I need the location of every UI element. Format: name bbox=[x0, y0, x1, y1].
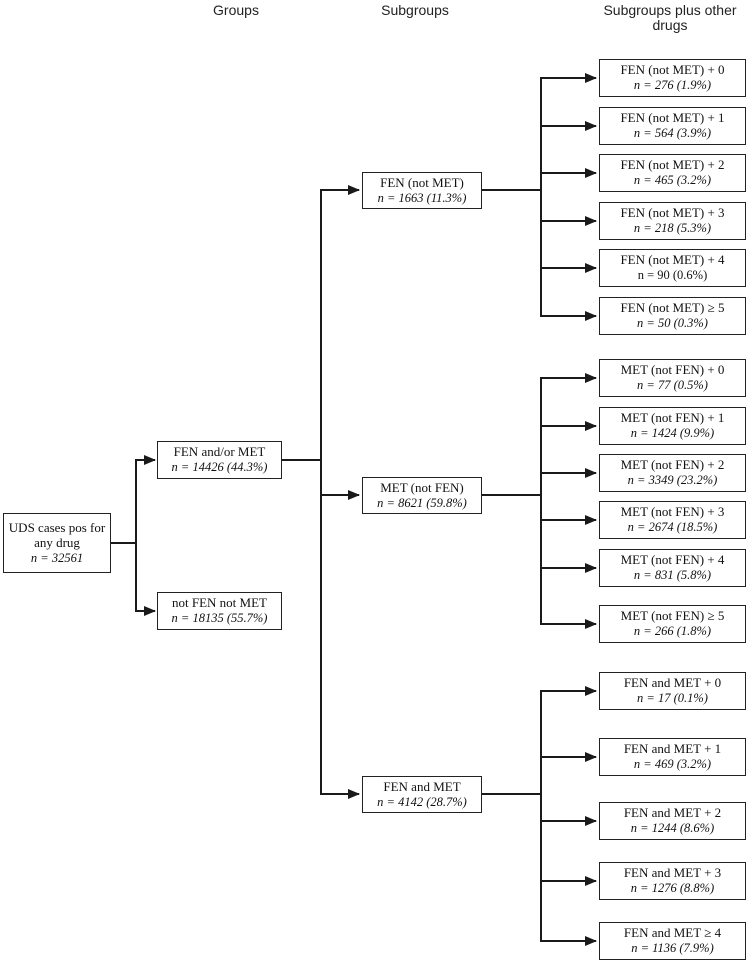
node-leaf-fen-plus-0: FEN (not MET) + 0 n = 276 (1.9%) bbox=[599, 59, 746, 97]
node-label: FEN and/or MET bbox=[173, 444, 266, 460]
node-label: FEN (not MET) + 1 bbox=[620, 110, 725, 126]
node-label: FEN (not MET) + 4 bbox=[620, 252, 725, 268]
node-stat: n = 1136 (7.9%) bbox=[631, 941, 714, 956]
node-stat: n = 218 (5.3%) bbox=[633, 221, 712, 236]
node-label: FEN and MET bbox=[383, 778, 461, 794]
node-label: FEN and MET + 3 bbox=[623, 865, 722, 881]
node-leaf-both-plus-3: FEN and MET + 3 n = 1276 (8.8%) bbox=[599, 862, 746, 900]
node-stat: n = 90 (0.6%) bbox=[637, 268, 708, 283]
node-label: MET (not FEN) + 2 bbox=[620, 457, 725, 473]
node-leaf-met-plus-2: MET (not FEN) + 2 n = 3349 (23.2%) bbox=[599, 454, 746, 492]
node-stat: n = 1244 (8.6%) bbox=[630, 821, 715, 836]
node-label: MET (not FEN) + 4 bbox=[620, 552, 725, 568]
node-label: FEN and MET + 2 bbox=[623, 805, 722, 821]
node-leaf-met-ge-5: MET (not FEN) ≥ 5 n = 266 (1.8%) bbox=[599, 605, 746, 643]
node-leaf-fen-ge-5: FEN (not MET) ≥ 5 n = 50 (0.3%) bbox=[599, 297, 746, 335]
node-label: FEN (not MET) + 0 bbox=[620, 62, 725, 78]
node-label: not FEN not MET bbox=[172, 595, 267, 611]
node-stat: n = 469 (3.2%) bbox=[633, 757, 712, 772]
node-label: MET (not FEN) + 0 bbox=[620, 362, 725, 378]
node-group-fen-or-met: FEN and/or MET n = 14426 (44.3%) bbox=[157, 441, 282, 479]
node-leaf-met-plus-4: MET (not FEN) + 4 n = 831 (5.8%) bbox=[599, 549, 746, 587]
node-leaf-both-ge-4: FEN and MET ≥ 4 n = 1136 (7.9%) bbox=[599, 922, 746, 960]
column-header-subgroups-plus-other-drugs: Subgroups plus other drugs bbox=[603, 2, 737, 34]
node-stat: n = 17 (0.1%) bbox=[637, 691, 708, 706]
node-stat: n = 4142 (28.7%) bbox=[377, 794, 467, 809]
node-label: MET (not FEN) bbox=[380, 479, 464, 495]
node-stat: n = 77 (0.5%) bbox=[637, 378, 708, 393]
node-label: MET (not FEN) + 3 bbox=[620, 504, 725, 520]
node-leaf-met-plus-1: MET (not FEN) + 1 n = 1424 (9.9%) bbox=[599, 407, 746, 445]
node-stat: n = 3349 (23.2%) bbox=[627, 473, 718, 488]
column-header-groups: Groups bbox=[213, 2, 259, 18]
node-stat: n = 1663 (11.3%) bbox=[377, 190, 467, 205]
node-stat: n = 2674 (18.5%) bbox=[627, 520, 718, 535]
node-leaf-met-plus-3: MET (not FEN) + 3 n = 2674 (18.5%) bbox=[599, 501, 746, 539]
node-leaf-met-plus-0: MET (not FEN) + 0 n = 77 (0.5%) bbox=[599, 359, 746, 397]
node-stat: n = 564 (3.9%) bbox=[633, 126, 712, 141]
node-label: MET (not FEN) + 1 bbox=[620, 410, 725, 426]
node-label: FEN (not MET) ≥ 5 bbox=[620, 300, 725, 316]
node-subgroup-fen-and-met: FEN and MET n = 4142 (28.7%) bbox=[362, 776, 482, 813]
node-stat: n = 276 (1.9%) bbox=[633, 78, 712, 93]
node-stat: n = 18135 (55.7%) bbox=[171, 611, 268, 626]
node-root-uds-cases: UDS cases pos for any drug n = 32561 bbox=[3, 513, 111, 573]
node-stat: n = 831 (5.8%) bbox=[633, 568, 712, 583]
node-stat: n = 14426 (44.3%) bbox=[171, 460, 268, 475]
node-stat: n = 32561 bbox=[30, 551, 84, 566]
node-label: FEN and MET + 1 bbox=[623, 741, 722, 757]
node-label: FEN and MET ≥ 4 bbox=[623, 925, 722, 941]
node-leaf-fen-plus-3: FEN (not MET) + 3 n = 218 (5.3%) bbox=[599, 202, 746, 240]
node-stat: n = 266 (1.8%) bbox=[633, 624, 712, 639]
node-stat: n = 465 (3.2%) bbox=[633, 173, 712, 188]
node-stat: n = 50 (0.3%) bbox=[637, 316, 708, 331]
node-leaf-both-plus-1: FEN and MET + 1 n = 469 (3.2%) bbox=[599, 738, 746, 776]
node-label: FEN and MET + 0 bbox=[623, 675, 722, 691]
node-leaf-fen-plus-4: FEN (not MET) + 4 n = 90 (0.6%) bbox=[599, 249, 746, 287]
node-stat: n = 8621 (59.8%) bbox=[377, 495, 467, 510]
node-group-not-fen-not-met: not FEN not MET n = 18135 (55.7%) bbox=[157, 592, 282, 630]
node-label: MET (not FEN) ≥ 5 bbox=[620, 608, 725, 624]
node-label: FEN (not MET) + 3 bbox=[620, 205, 725, 221]
node-label: FEN (not MET) + 2 bbox=[620, 157, 725, 173]
column-header-subgroups: Subgroups bbox=[381, 2, 449, 18]
node-stat: n = 1424 (9.9%) bbox=[630, 426, 715, 441]
node-leaf-fen-plus-1: FEN (not MET) + 1 n = 564 (3.9%) bbox=[599, 107, 746, 145]
node-stat: n = 1276 (8.8%) bbox=[630, 881, 715, 896]
node-leaf-both-plus-2: FEN and MET + 2 n = 1244 (8.6%) bbox=[599, 802, 746, 840]
node-leaf-fen-plus-2: FEN (not MET) + 2 n = 465 (3.2%) bbox=[599, 154, 746, 192]
node-subgroup-met-not-fen: MET (not FEN) n = 8621 (59.8%) bbox=[362, 477, 482, 514]
node-label: UDS cases pos for any drug bbox=[8, 519, 106, 551]
node-leaf-both-plus-0: FEN and MET + 0 n = 17 (0.1%) bbox=[599, 672, 746, 710]
node-subgroup-fen-not-met: FEN (not MET) n = 1663 (11.3%) bbox=[362, 172, 482, 209]
node-label: FEN (not MET) bbox=[380, 174, 464, 190]
